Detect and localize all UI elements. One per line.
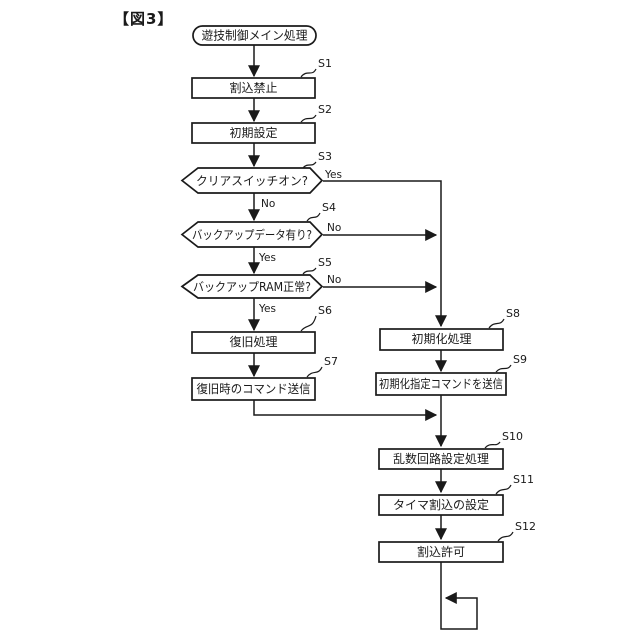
step-number-s4: S4 (322, 201, 336, 214)
node-s8: 初期化処理 S8 (379, 307, 520, 351)
node-start: 遊技制御メイン処理 (192, 25, 317, 46)
node-s9: 初期化指定コマンドを送信 S9 (375, 353, 527, 396)
step-number-s8: S8 (506, 307, 520, 320)
leader-s9 (495, 364, 512, 373)
process-box-s2 (191, 122, 316, 144)
node-s10: 乱数回路設定処理 S10 (378, 430, 523, 470)
step-number-s9: S9 (513, 353, 527, 366)
step-number-s1: S1 (318, 57, 332, 70)
node-s6: 復旧処理 S6 (191, 304, 332, 354)
node-s2: 初期設定 S2 (191, 103, 332, 144)
leader-s2 (300, 114, 317, 123)
connector-s3-yes-s8 (323, 180, 447, 328)
step-number-s10: S10 (502, 430, 523, 443)
decision-hexagon-s3 (180, 167, 324, 194)
node-s7-label: 復旧時のコマンド送信 (197, 381, 311, 396)
node-s1: 割込禁止 S1 (191, 57, 332, 99)
branch-label-s4-yes: Yes (258, 252, 276, 264)
node-s10-label: 乱数回路設定処理 (393, 451, 489, 466)
figure-title: 【図3】 (114, 10, 173, 28)
connector-s12-endless-loop (440, 562, 478, 630)
leader-s10 (484, 441, 501, 449)
leader-s5 (302, 267, 317, 275)
branch-label-s5-yes: Yes (258, 303, 276, 315)
step-number-s3: S3 (318, 150, 332, 163)
node-s5-label: バックアップRAM正常? (193, 280, 311, 294)
leader-s4 (306, 212, 321, 222)
leader-s1 (300, 68, 317, 78)
node-s4: バックアップデータ有り? S4 (180, 201, 336, 248)
step-number-s6: S6 (318, 304, 332, 317)
node-s11-label: タイマ割込の設定 (393, 497, 489, 512)
node-s2-label: 初期設定 (229, 125, 277, 140)
node-s3: クリアスイッチオン? S3 (180, 150, 332, 194)
process-box-s9 (375, 372, 507, 396)
leader-s8 (488, 318, 505, 329)
step-number-s12: S12 (515, 520, 536, 533)
process-box-s1 (191, 77, 316, 99)
start-terminator-shape (192, 25, 317, 46)
step-number-s7: S7 (324, 355, 338, 368)
leader-s11 (495, 484, 512, 495)
step-number-s11: S11 (513, 473, 534, 486)
leader-s6 (300, 315, 317, 332)
node-s1-label: 割込禁止 (229, 80, 277, 95)
connector-s7-join (253, 400, 438, 421)
node-s12-label: 割込許可 (417, 544, 465, 559)
branch-label-s4-no: No (327, 222, 341, 234)
branch-label-s3-yes: Yes (324, 169, 342, 181)
process-box-s11 (378, 494, 504, 516)
decision-hexagon-s5 (180, 274, 324, 299)
process-box-s10 (378, 448, 504, 470)
branch-label-s3-no: No (261, 198, 275, 210)
step-number-s5: S5 (318, 256, 332, 269)
node-s6-label: 復旧処理 (229, 334, 277, 349)
process-box-s12 (378, 541, 504, 563)
step-number-s2: S2 (318, 103, 332, 116)
node-s7: 復旧時のコマンド送信 S7 (191, 355, 338, 401)
node-s8-label: 初期化処理 (411, 332, 471, 346)
node-s9-label: 初期化指定コマンドを送信 (379, 376, 503, 391)
process-box-s8 (379, 328, 504, 351)
node-s11: タイマ割込の設定 S11 (378, 473, 534, 516)
decision-hexagon-s4 (180, 221, 324, 248)
node-s4-label: バックアップデータ有り? (192, 227, 312, 242)
branch-label-s5-no: No (327, 274, 341, 286)
leader-s7 (306, 366, 323, 378)
leader-s3 (302, 161, 317, 169)
node-s5: バックアップRAM正常? S5 (180, 256, 332, 299)
leader-s12 (497, 531, 514, 542)
process-box-s7 (191, 377, 316, 401)
process-box-s6 (191, 331, 316, 354)
node-s12: 割込許可 S12 (378, 520, 536, 563)
start-label: 遊技制御メイン処理 (202, 28, 308, 43)
node-s3-label: クリアスイッチオン? (196, 174, 308, 188)
